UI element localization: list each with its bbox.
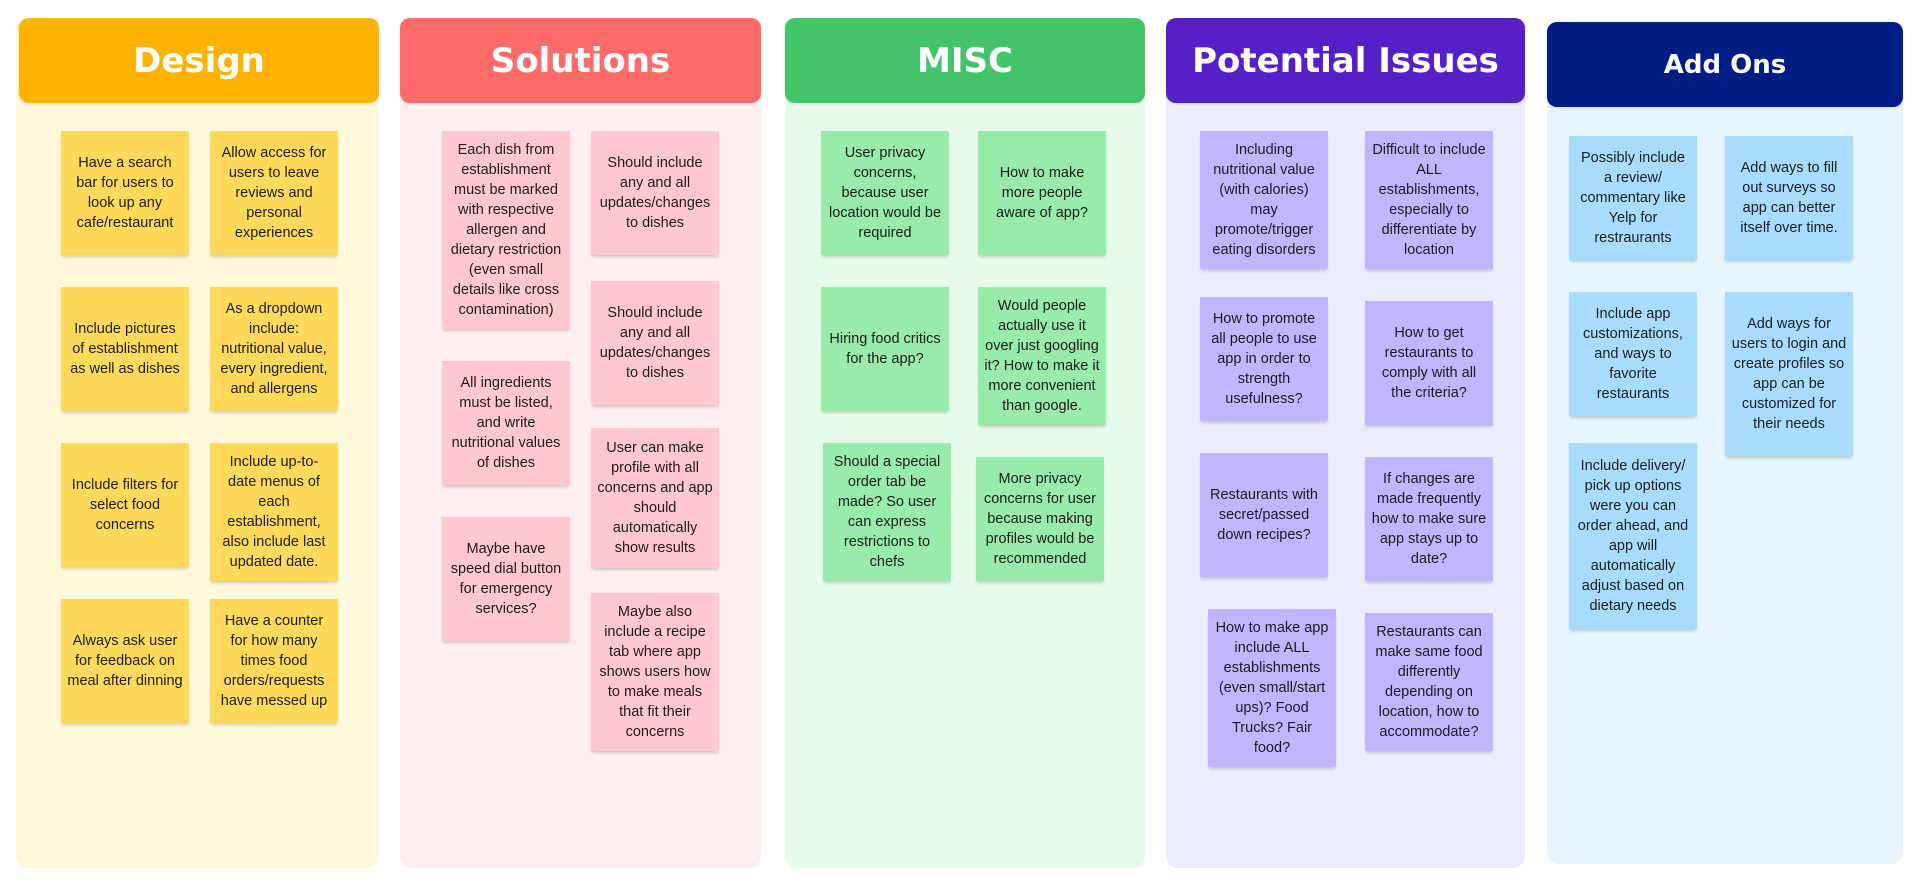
note-text: Include filters for select food concerns bbox=[71, 477, 179, 533]
addons-note[interactable]: Possibly include a review/ commentary li… bbox=[1569, 136, 1697, 260]
note-text: Have a counter for how many times food o… bbox=[220, 613, 328, 709]
misc-note[interactable]: How to make more people aware of app? bbox=[978, 131, 1106, 255]
design-note[interactable]: Allow access for users to leave reviews … bbox=[210, 131, 338, 255]
issues-note[interactable]: Restaurants can make same food different… bbox=[1365, 613, 1493, 751]
design-note[interactable]: Include pictures of establishment as wel… bbox=[61, 287, 189, 411]
note-text: How to make more people aware of app? bbox=[996, 165, 1088, 221]
solutions-title: Solutions bbox=[490, 40, 671, 81]
note-text: If changes are made frequently how to ma… bbox=[1371, 471, 1487, 567]
design-note[interactable]: Always ask user for feedback on meal aft… bbox=[61, 599, 189, 723]
solutions-note[interactable]: All ingredients must be listed, and writ… bbox=[442, 361, 570, 485]
note-text: Include delivery/ pick up options were y… bbox=[1577, 458, 1689, 614]
note-text: Should a special order tab be made? So u… bbox=[833, 454, 941, 570]
issues-note[interactable]: Difficult to include ALL establishments,… bbox=[1365, 131, 1493, 269]
issues-note[interactable]: How to get restaurants to comply with al… bbox=[1365, 301, 1493, 425]
misc-note[interactable]: Should a special order tab be made? So u… bbox=[823, 443, 951, 581]
addons-note[interactable]: Add ways to fill out surveys so app can … bbox=[1725, 136, 1853, 260]
issues-note[interactable]: Including nutritional value (with calori… bbox=[1200, 131, 1328, 269]
note-text: How to promote all people to use app in … bbox=[1211, 311, 1317, 407]
issues-header[interactable]: Potential Issues bbox=[1166, 18, 1525, 103]
note-text: Add ways for users to login and create p… bbox=[1731, 316, 1847, 432]
issues-note[interactable]: How to promote all people to use app in … bbox=[1200, 297, 1328, 421]
note-text: Add ways to fill out surveys so app can … bbox=[1740, 160, 1838, 236]
note-text: Should include any and all updates/chang… bbox=[599, 305, 711, 381]
note-text: Restaurants with secret/passed down reci… bbox=[1210, 487, 1318, 543]
design-note[interactable]: As a dropdown include: nutritional value… bbox=[210, 287, 338, 411]
note-text: Maybe also include a recipe tab where ap… bbox=[599, 604, 711, 740]
issues-note[interactable]: How to make app include ALL establishmen… bbox=[1208, 609, 1336, 767]
addons-note[interactable]: Include app customizations, and ways to … bbox=[1569, 292, 1697, 416]
misc-note[interactable]: More privacy concerns for user because m… bbox=[976, 457, 1104, 581]
design-note[interactable]: Have a search bar for users to look up a… bbox=[61, 131, 189, 255]
note-text: User privacy concerns, because user loca… bbox=[828, 145, 942, 241]
addons-note[interactable]: Add ways for users to login and create p… bbox=[1725, 292, 1853, 456]
misc-header[interactable]: MISC bbox=[785, 18, 1145, 103]
note-text: Include app customizations, and ways to … bbox=[1583, 306, 1683, 402]
misc-note[interactable]: Would people actually use it over just g… bbox=[978, 287, 1106, 425]
note-text: Would people actually use it over just g… bbox=[984, 298, 1100, 414]
note-text: Difficult to include ALL establishments,… bbox=[1372, 142, 1486, 258]
note-text: All ingredients must be listed, and writ… bbox=[451, 375, 561, 471]
note-text: Restaurants can make same food different… bbox=[1375, 624, 1483, 740]
solutions-header[interactable]: Solutions bbox=[400, 18, 761, 103]
note-text: Possibly include a review/ commentary li… bbox=[1580, 150, 1686, 246]
note-text: Each dish from establishment must be mar… bbox=[450, 142, 562, 318]
design-header[interactable]: Design bbox=[19, 18, 379, 103]
solutions-note[interactable]: Should include any and all updates/chang… bbox=[591, 131, 719, 255]
issues-note[interactable]: Restaurants with secret/passed down reci… bbox=[1200, 453, 1328, 577]
solutions-note[interactable]: Each dish from establishment must be mar… bbox=[442, 131, 570, 329]
design-note[interactable]: Include filters for select food concerns bbox=[61, 443, 189, 567]
note-text: Including nutritional value (with calori… bbox=[1212, 142, 1316, 258]
note-text: How to get restaurants to comply with al… bbox=[1381, 325, 1477, 401]
addons-note[interactable]: Include delivery/ pick up options were y… bbox=[1569, 443, 1697, 629]
note-text: Should include any and all updates/chang… bbox=[599, 155, 711, 231]
addons-title: Add Ons bbox=[1663, 49, 1787, 80]
solutions-note[interactable]: Should include any and all updates/chang… bbox=[591, 281, 719, 405]
note-text: Allow access for users to leave reviews … bbox=[221, 145, 327, 241]
addons-header[interactable]: Add Ons bbox=[1547, 22, 1903, 107]
note-text: Always ask user for feedback on meal aft… bbox=[67, 633, 183, 689]
design-note[interactable]: Include up-to-date menus of each establi… bbox=[210, 443, 338, 581]
misc-title: MISC bbox=[917, 40, 1013, 81]
design-note[interactable]: Have a counter for how many times food o… bbox=[210, 599, 338, 723]
misc-note[interactable]: User privacy concerns, because user loca… bbox=[821, 131, 949, 255]
note-text: Hiring food critics for the app? bbox=[829, 331, 941, 367]
note-text: Have a search bar for users to look up a… bbox=[76, 155, 174, 231]
misc-note[interactable]: Hiring food critics for the app? bbox=[821, 287, 949, 411]
issues-note[interactable]: If changes are made frequently how to ma… bbox=[1365, 457, 1493, 581]
solutions-note[interactable]: User can make profile with all concerns … bbox=[591, 428, 719, 568]
note-text: More privacy concerns for user because m… bbox=[983, 471, 1097, 567]
design-title: Design bbox=[133, 40, 265, 81]
note-text: How to make app include ALL establishmen… bbox=[1215, 620, 1329, 756]
note-text: Include up-to-date menus of each establi… bbox=[222, 454, 326, 570]
issues-title: Potential Issues bbox=[1192, 40, 1499, 81]
note-text: As a dropdown include: nutritional value… bbox=[220, 301, 328, 397]
solutions-note[interactable]: Maybe also include a recipe tab where ap… bbox=[591, 593, 719, 751]
note-text: User can make profile with all concerns … bbox=[597, 440, 713, 556]
note-text: Maybe have speed dial button for emergen… bbox=[450, 541, 562, 617]
solutions-note[interactable]: Maybe have speed dial button for emergen… bbox=[442, 517, 570, 641]
note-text: Include pictures of establishment as wel… bbox=[70, 321, 180, 377]
